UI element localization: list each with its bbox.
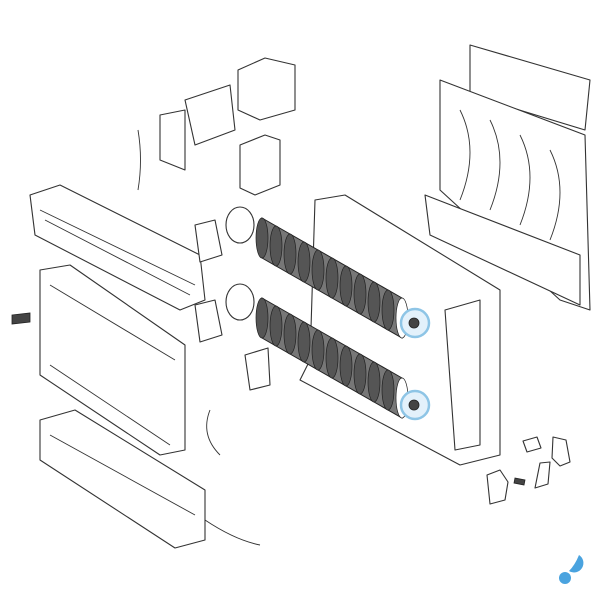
drain-pan	[39, 409, 261, 549]
front-panel	[424, 44, 591, 311]
fan-bearing-lower[interactable]	[399, 389, 431, 421]
fan-rib	[367, 281, 381, 323]
fan-rib	[353, 273, 367, 315]
sensor-clip	[11, 312, 31, 325]
fan-rib	[283, 233, 297, 275]
water-drop-logo	[559, 555, 584, 584]
fan-rib	[283, 313, 297, 355]
control-board	[137, 84, 236, 191]
fan-rib	[325, 257, 339, 299]
fan-rib	[269, 225, 283, 267]
fan-rib	[325, 337, 339, 379]
fan-motor-upper	[194, 206, 255, 263]
fan-rib	[255, 297, 269, 339]
fan-motor-lower	[194, 283, 271, 456]
fan-rib	[297, 321, 311, 363]
fan-rib	[255, 217, 269, 259]
electrical-box	[237, 57, 296, 196]
fan-rib	[339, 265, 353, 307]
cross-flow-fans	[255, 217, 409, 419]
front-grille	[29, 184, 206, 311]
fan-bearing-upper[interactable]	[399, 307, 431, 339]
fan-rib	[381, 369, 395, 411]
fan-rib	[297, 241, 311, 283]
small-brackets	[486, 436, 571, 505]
fan-rib	[311, 329, 325, 371]
fan-upper	[255, 217, 409, 339]
fan-rib	[311, 249, 325, 291]
fan-rib	[269, 305, 283, 347]
fan-rib	[339, 345, 353, 387]
fan-rib	[381, 289, 395, 331]
heat-exchanger	[39, 264, 186, 456]
fan-rib	[353, 353, 367, 395]
fan-rib	[367, 361, 381, 403]
